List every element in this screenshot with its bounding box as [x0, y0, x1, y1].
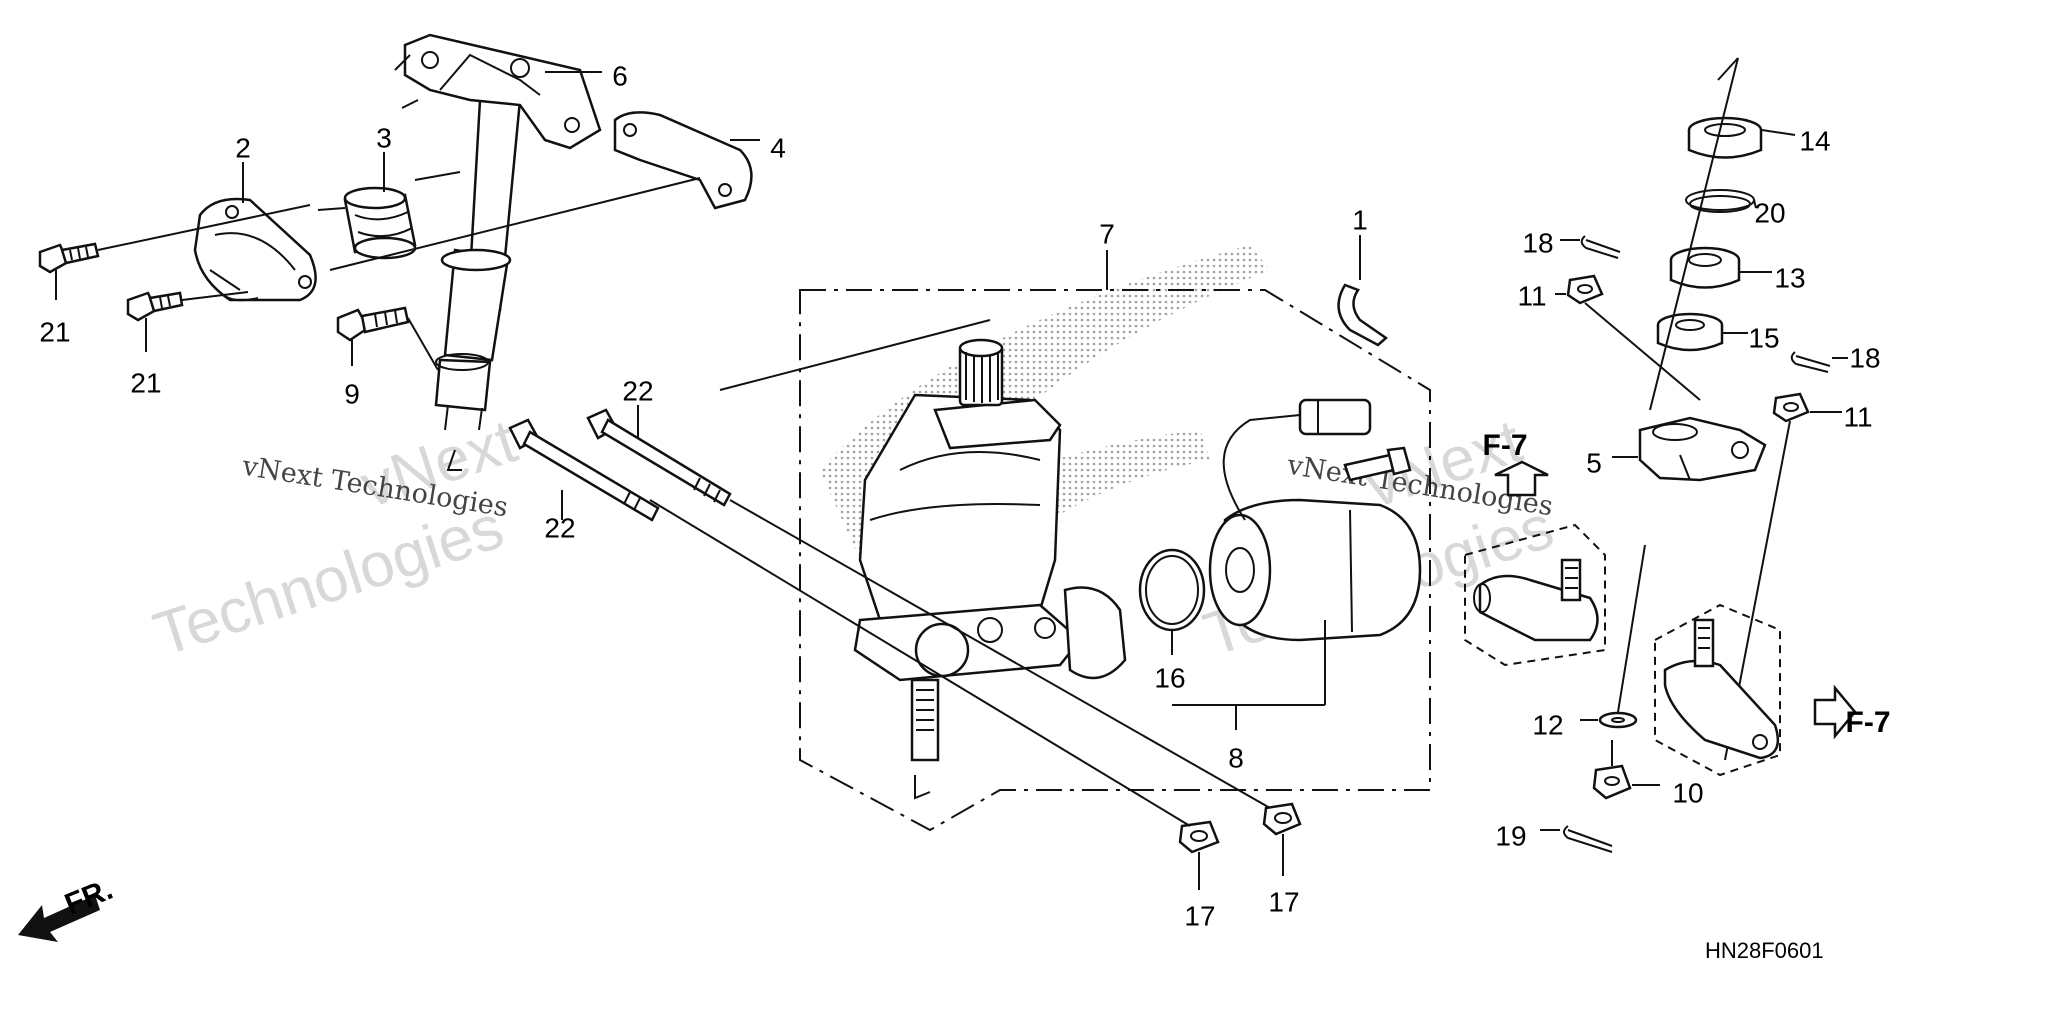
- callout-22: 22: [622, 375, 653, 406]
- callout-1: 1: [1352, 204, 1368, 235]
- callout-8: 8: [1228, 742, 1244, 773]
- ref-label-1: F-7: [1483, 429, 1528, 462]
- callout-3: 3: [376, 122, 392, 153]
- assembly-boundary: [799, 289, 1431, 832]
- reference-labels: F-7F-7: [1483, 429, 1891, 739]
- callout-9: 9: [344, 378, 360, 409]
- front-arrow-icon: [18, 895, 100, 942]
- knuckle: [1612, 416, 1767, 482]
- power-steering-motor: [1172, 398, 1422, 730]
- tie-rod-end-right: [1654, 603, 1781, 777]
- ref-arrow-right: [1813, 684, 1857, 740]
- callout-14: 14: [1799, 125, 1830, 156]
- ref-label-2: F-7: [1846, 706, 1891, 739]
- callout-20: 20: [1754, 197, 1785, 228]
- nut-10: [1592, 740, 1660, 800]
- cotter-pin-19: [1540, 825, 1613, 853]
- callout-5: 5: [1586, 447, 1602, 478]
- callout-12: 12: [1532, 709, 1563, 740]
- front-label: FR.: [60, 873, 117, 922]
- gearbox-assembly: [719, 250, 1431, 832]
- callout-18: 18: [1849, 342, 1880, 373]
- column-lower-holder: [193, 197, 317, 302]
- callout-13: 13: [1774, 262, 1805, 293]
- nut-17-left: [1178, 820, 1220, 890]
- callout-7: 7: [1099, 218, 1115, 249]
- callout-21: 21: [130, 367, 161, 398]
- bolt-22-lower: [508, 418, 660, 522]
- callout-17: 17: [1184, 900, 1215, 931]
- o-ring: [1138, 548, 1206, 632]
- watermark-technologies: Technologies: [146, 492, 512, 669]
- callout-2: 2: [235, 132, 251, 163]
- bolt-9: [336, 306, 410, 342]
- callout-4: 4: [770, 132, 786, 163]
- bearing-stack: [1649, 57, 1796, 411]
- callout-16: 16: [1154, 662, 1185, 693]
- nut-11-upper: [1555, 274, 1701, 401]
- bolt-22-upper: [586, 408, 732, 507]
- steering-column: [394, 33, 602, 471]
- callout-11: 11: [1843, 401, 1872, 432]
- bolt-21-b: [126, 291, 184, 322]
- cotter-pin-18-lower: [1790, 351, 1848, 373]
- cotter-pin-18-upper: [1560, 235, 1621, 259]
- callout-15: 15: [1748, 322, 1779, 353]
- diagram-code: HN28F0601: [1705, 938, 1824, 963]
- column-upper-cover: [613, 111, 753, 210]
- column-bushing: [343, 186, 417, 260]
- washer-12: [1580, 544, 1646, 729]
- nut-17-right: [1262, 802, 1302, 876]
- ref-arrow-upper: [1494, 460, 1549, 497]
- callout-6: 6: [612, 60, 628, 91]
- callout-22: 22: [544, 512, 575, 543]
- left-leaders: [55, 71, 760, 520]
- cable-clamp: [1337, 283, 1389, 347]
- callout-10: 10: [1672, 777, 1703, 808]
- callout-19: 19: [1495, 820, 1526, 851]
- callout-18: 18: [1522, 227, 1553, 258]
- callout-17: 17: [1268, 886, 1299, 917]
- column-holder-plate: [403, 33, 602, 150]
- tie-rod-end-left: [1464, 523, 1606, 667]
- bolt-21-a: [38, 242, 100, 274]
- callout-21: 21: [39, 316, 70, 347]
- callout-11: 11: [1517, 280, 1546, 311]
